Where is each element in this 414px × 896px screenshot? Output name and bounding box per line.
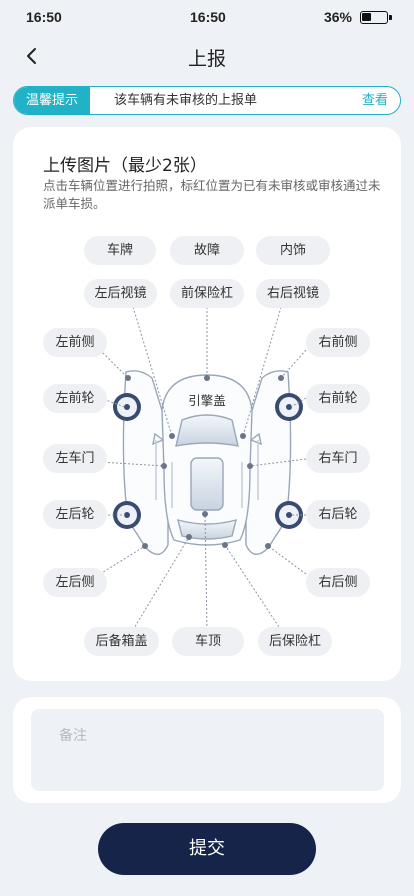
chip-left-rear-mirror[interactable]: 左后视镜 <box>84 279 157 308</box>
submit-button[interactable]: 提交 <box>98 823 316 875</box>
notice-tag: 温馨提示 <box>14 87 90 114</box>
chip-interior[interactable]: 内饰 <box>256 236 330 265</box>
upload-description: 点击车辆位置进行拍照，标红位置为已有未审核或审核通过未派单车损。 <box>43 178 381 211</box>
chip-trunk[interactable]: 后备箱盖 <box>84 627 159 656</box>
status-time-center: 16:50 <box>190 9 226 25</box>
notice-message: 该车辆有未审核的上报单 <box>114 93 258 108</box>
chip-fault[interactable]: 故障 <box>170 236 244 265</box>
chip-front-bumper[interactable]: 前保险杠 <box>170 279 244 308</box>
chip-left-rear-side[interactable]: 左后侧 <box>43 568 107 597</box>
chip-rear-bumper[interactable]: 后保险杠 <box>258 627 332 656</box>
chip-left-front-side[interactable]: 左前侧 <box>43 328 107 357</box>
chip-right-rear-wheel[interactable]: 右后轮 <box>306 500 370 529</box>
chip-right-rear-mirror[interactable]: 右后视镜 <box>256 279 330 308</box>
remark-input[interactable] <box>31 709 384 791</box>
remark-card <box>13 697 401 803</box>
notice-banner: 温馨提示 该车辆有未审核的上报单 查看 <box>13 86 401 115</box>
status-bar: 16:50 16:50 36% <box>0 0 414 34</box>
battery-icon <box>360 11 392 24</box>
chip-left-rear-wheel[interactable]: 左后轮 <box>43 500 107 529</box>
nav-bar: 上报 <box>0 34 414 78</box>
chevron-left-icon[interactable] <box>22 46 42 66</box>
chip-left-door[interactable]: 左车门 <box>43 444 107 473</box>
chip-right-front-side[interactable]: 右前侧 <box>306 328 370 357</box>
chip-left-front-wheel[interactable]: 左前轮 <box>43 384 107 413</box>
page-title: 上报 <box>187 48 226 70</box>
chip-right-rear-side[interactable]: 右后侧 <box>306 568 370 597</box>
chip-right-door[interactable]: 右车门 <box>306 444 370 473</box>
chip-right-front-wheel[interactable]: 右前轮 <box>306 384 370 413</box>
hood-label[interactable]: 引擎盖 <box>188 393 226 408</box>
notice-view-link[interactable]: 查看 <box>361 93 388 108</box>
status-time-left: 16:50 <box>26 9 62 25</box>
battery-percent: 36% <box>323 9 352 25</box>
upload-title: 上传图片（最少2张） <box>43 156 207 176</box>
chip-roof[interactable]: 车顶 <box>172 627 244 656</box>
chip-license-plate[interactable]: 车牌 <box>84 236 156 265</box>
